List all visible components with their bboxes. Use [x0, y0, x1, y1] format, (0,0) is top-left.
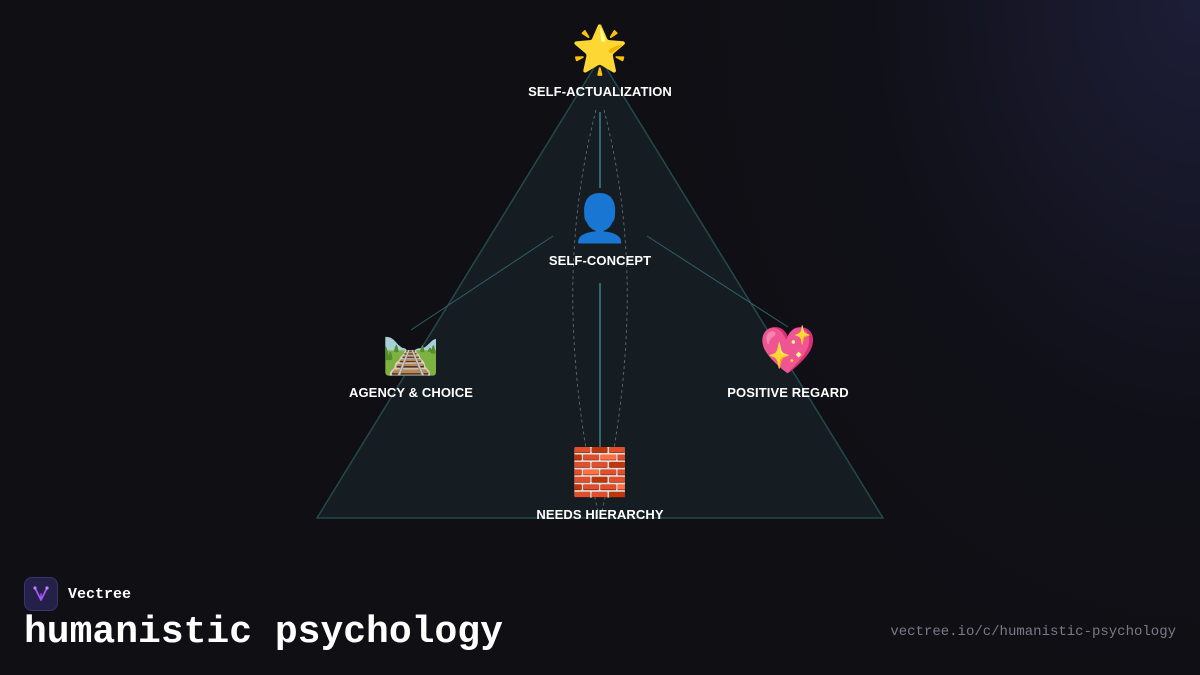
connector-self-concept-to-agency	[410, 235, 554, 331]
node-label: NEEDS HIERARCHY	[536, 507, 664, 522]
dashed-arc-left	[572, 109, 599, 513]
node-self-concept: 👤 SELF-CONCEPT	[549, 191, 651, 268]
star-icon: 🌟	[571, 22, 629, 76]
brand-name: Vectree	[68, 585, 132, 603]
person-icon: 👤	[571, 191, 629, 245]
node-label: POSITIVE REGARD	[727, 385, 849, 400]
node-needs-hierarchy: 🧱 NEEDS HIERARCHY	[536, 445, 663, 522]
sparkling-heart-icon: 💖	[759, 323, 817, 377]
railway-track-icon: 🛤️	[382, 323, 440, 377]
node-label: AGENCY & CHOICE	[348, 385, 474, 400]
brand: Vectree	[24, 577, 131, 611]
node-agency-choice: 🛤️ AGENCY & CHOICE	[349, 323, 473, 400]
node-label: SELF-CONCEPT	[548, 253, 652, 268]
dashed-arc-right	[601, 109, 628, 513]
node-label: SELF-ACTUALIZATION	[528, 84, 672, 99]
connector-self-concept-to-regard	[646, 235, 789, 328]
vectree-logo-icon	[24, 577, 58, 611]
node-self-actualization: 🌟 SELF-ACTUALIZATION	[528, 22, 672, 99]
page-title: humanistic psychology	[24, 611, 503, 654]
node-positive-regard: 💖 POSITIVE REGARD	[727, 323, 848, 400]
brick-wall-icon: 🧱	[571, 445, 629, 499]
source-url: vectree.io/c/humanistic-psychology	[890, 624, 1176, 640]
